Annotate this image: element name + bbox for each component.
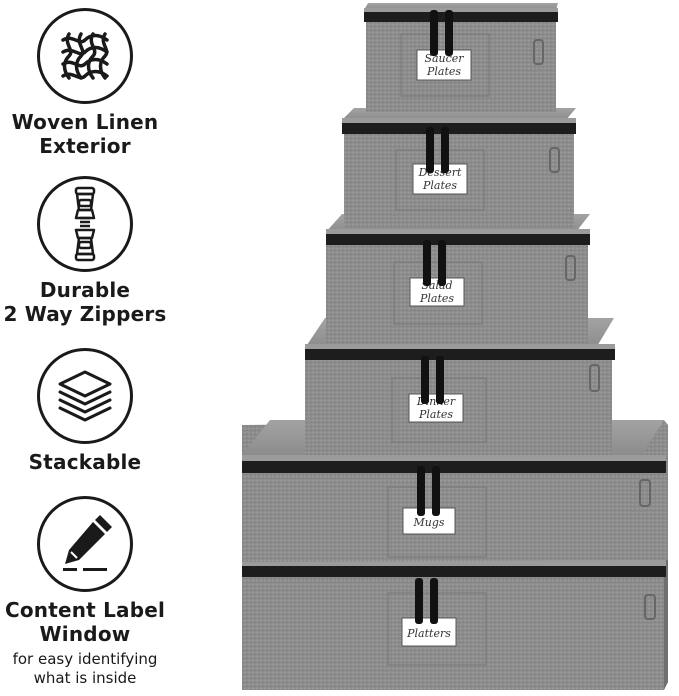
box-label-text: Plates (418, 408, 453, 421)
storage-box-saucer-plates: Saucer Plates (364, 3, 558, 112)
zipper-icon (37, 176, 133, 272)
feature-label-window: Content Label Window for easy identifyin… (0, 496, 170, 688)
box-label-text: Mugs (412, 516, 444, 529)
box-label-text: Platters (406, 627, 451, 640)
box-label-text: Plates (426, 65, 461, 78)
feature-label: Stackable (28, 450, 142, 474)
feature-sublabel: for easy identifying what is inside (12, 650, 158, 687)
feature-label: Woven Linen Exterior (11, 110, 159, 158)
pencil-icon (37, 496, 133, 592)
woven-fabric-icon (37, 8, 133, 104)
box-label-text: Dessert (418, 166, 462, 179)
feature-label: Content Label Window (4, 598, 166, 646)
feature-stackable: Stackable (0, 348, 170, 474)
feature-woven-linen: Woven Linen Exterior (0, 8, 170, 158)
box-label-text: Plates (419, 292, 454, 305)
feature-zippers: Durable 2 Way Zippers (0, 176, 170, 326)
storage-box-platters: Platters (242, 540, 668, 690)
stack-layers-icon (37, 348, 133, 444)
box-label-text: Plates (422, 179, 457, 192)
storage-box-salad-plates: Salad Plates (326, 214, 590, 344)
feature-label: Durable 2 Way Zippers (3, 278, 167, 326)
storage-box-dessert-plates: Dessert Plates (342, 108, 576, 228)
